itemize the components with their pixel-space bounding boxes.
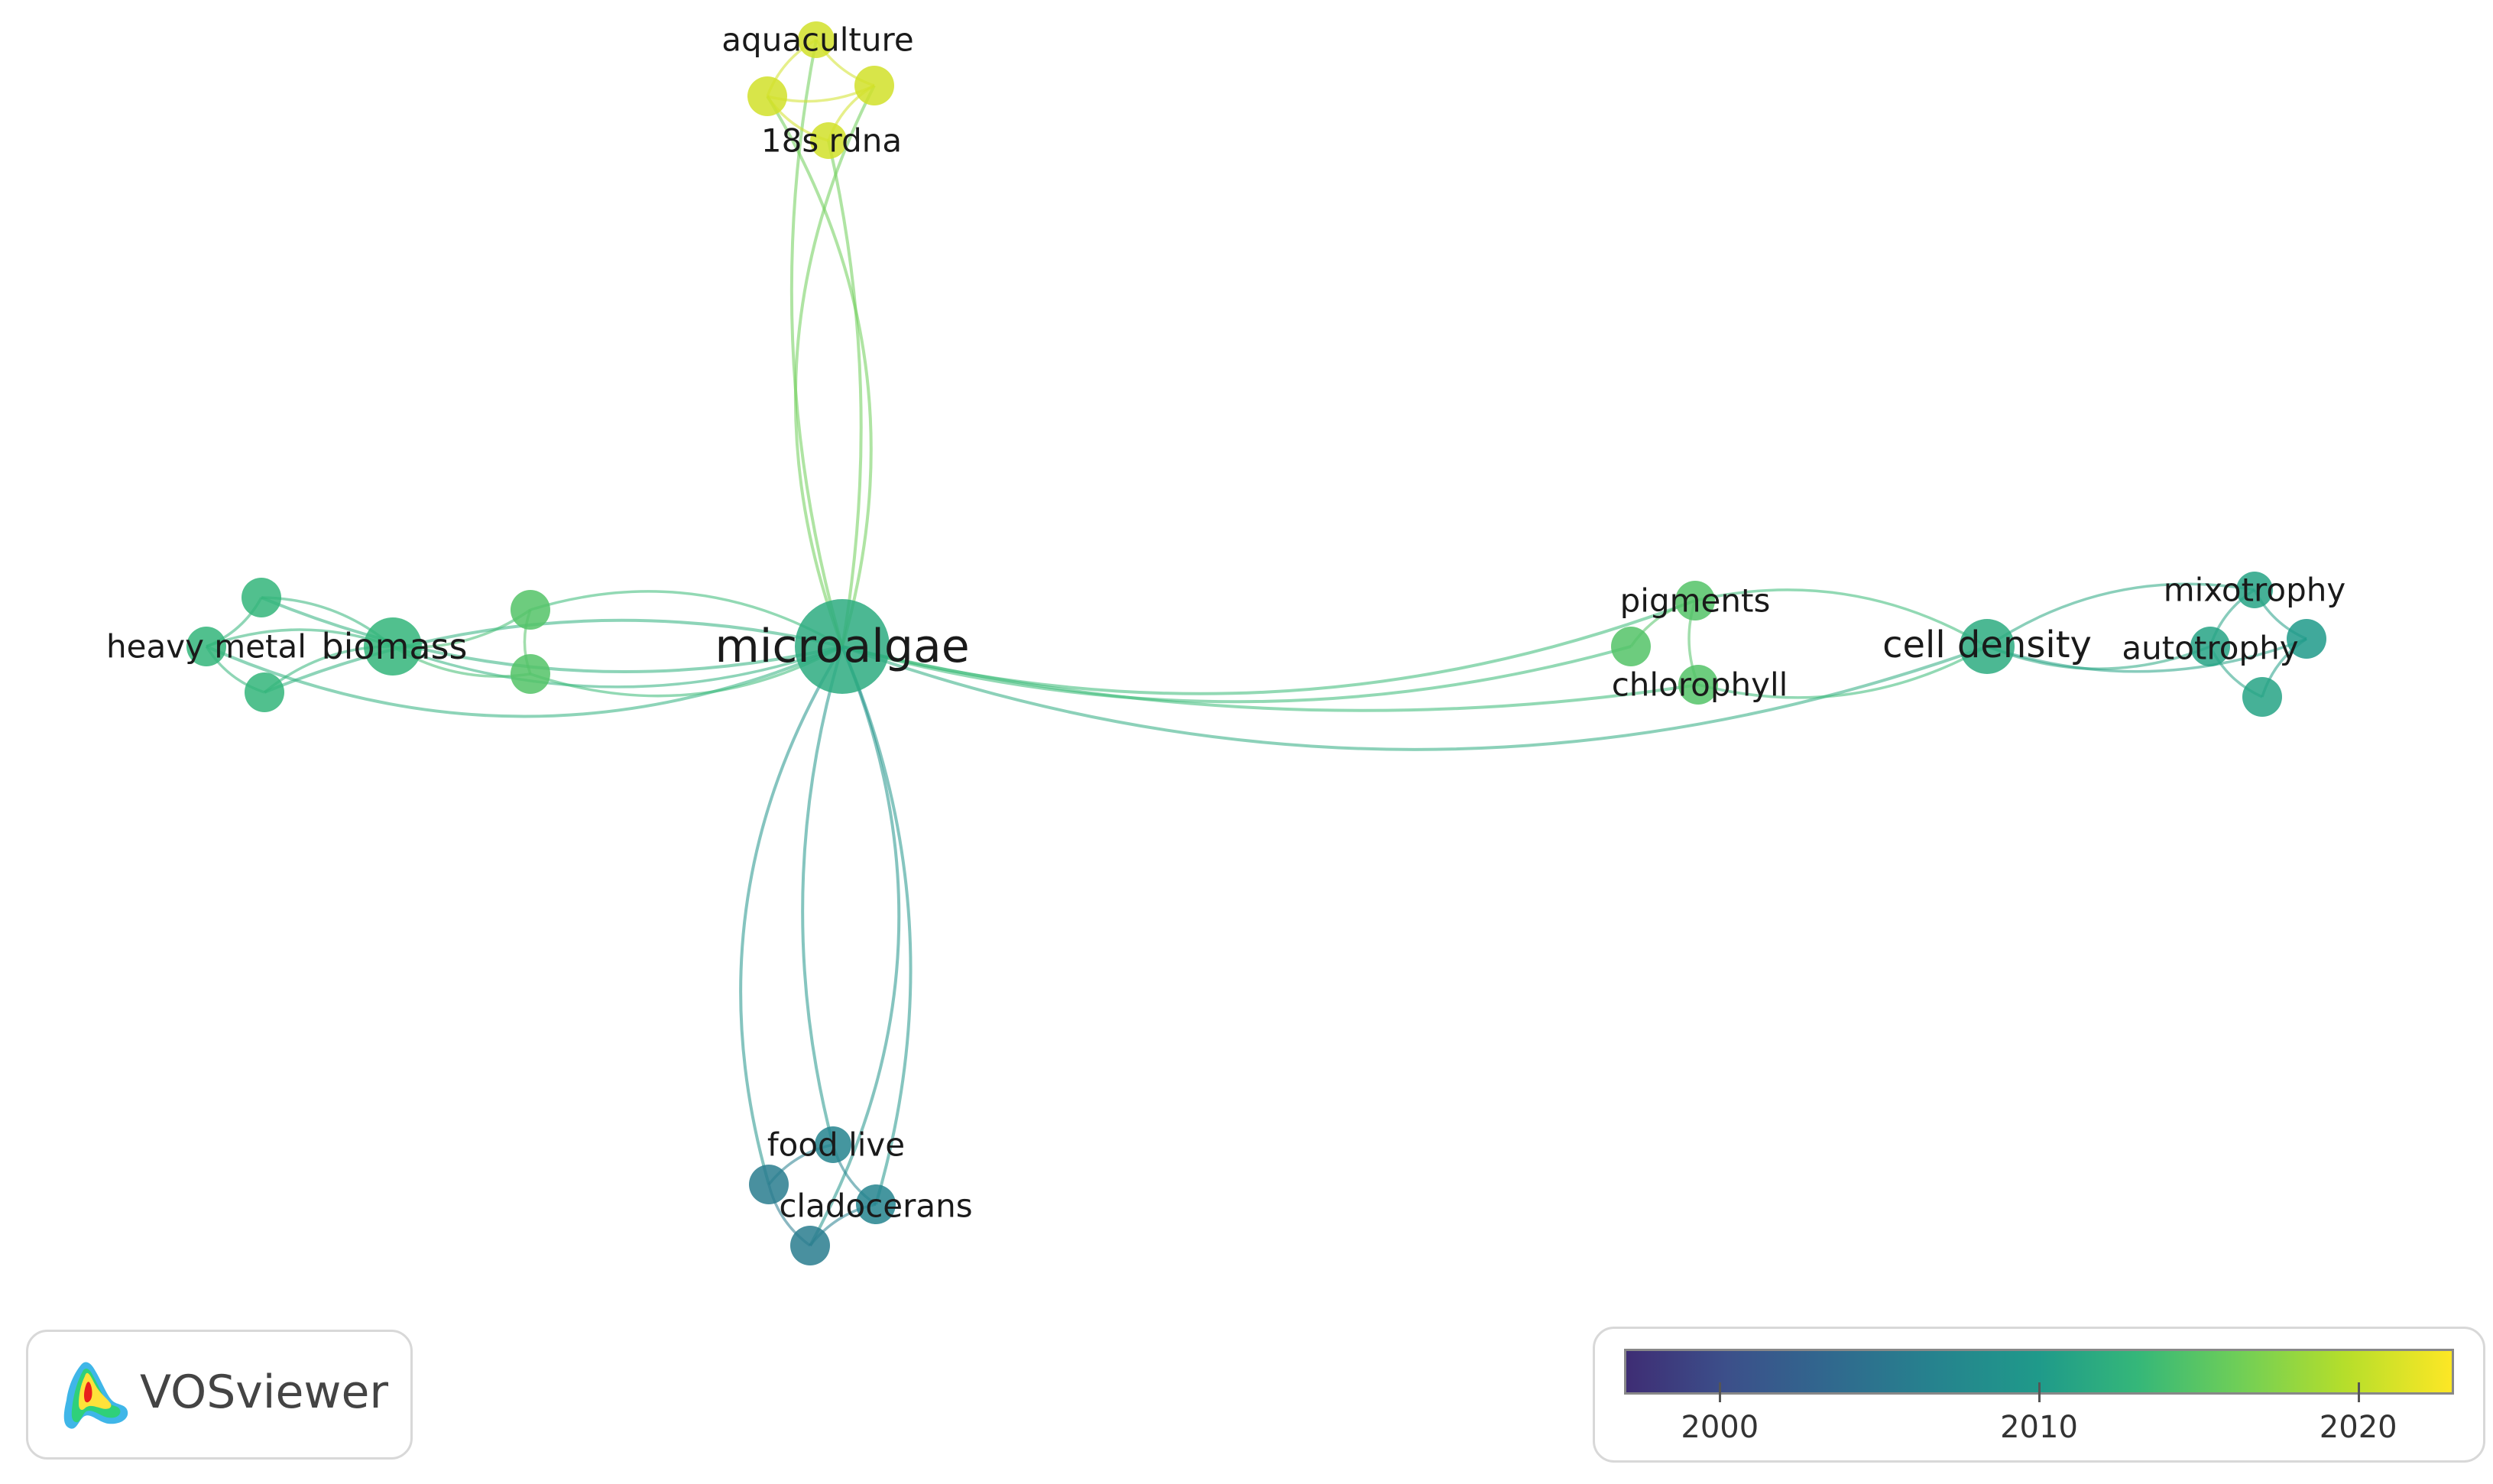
node-microalgae[interactable]: [795, 599, 890, 694]
link-cell_density-mx_right: [1986, 637, 2307, 673]
node-fl-left[interactable]: [749, 1165, 789, 1204]
legend-tick-mark: [2038, 1382, 2041, 1402]
node-autotrophy[interactable]: [2190, 627, 2230, 666]
node-label-pigments: pigments: [1620, 582, 1771, 620]
node-label-chlorophyll: chlorophyll: [1612, 666, 1788, 704]
year-color-legend: 2000 2010 2020: [1593, 1327, 2485, 1463]
legend-tick-mark: [1719, 1382, 1722, 1402]
legend-tick-label: 2010: [2000, 1410, 2078, 1445]
link-microalgae-bm_bottom: [264, 618, 843, 694]
node-label-heavy-metal: heavy metal: [106, 628, 306, 666]
link-microalgae-aquaculture: [789, 39, 844, 647]
node-aq-right[interactable]: [854, 66, 894, 105]
node-heavy-metal[interactable]: [186, 627, 226, 666]
node-mx-bottom[interactable]: [2242, 677, 2282, 717]
node-label-cladocerans: cladocerans: [779, 1188, 972, 1225]
node-mx-right[interactable]: [2287, 619, 2326, 659]
node-label-food-live: food live: [767, 1126, 905, 1164]
node-aq-left[interactable]: [747, 76, 787, 116]
link-microalgae-fl_left: [739, 645, 844, 1185]
link-microalgae-chlorophyll: [841, 645, 1699, 712]
node-label-18s-rdna: 18s rdna: [761, 122, 902, 160]
node-aquaculture[interactable]: [798, 21, 835, 58]
node-biomass[interactable]: [364, 617, 422, 676]
node-bm-bottom[interactable]: [245, 672, 284, 712]
node-fl-bottom[interactable]: [790, 1226, 830, 1265]
link-microalgae-18s_rdna: [827, 140, 863, 647]
link-cell_density-chlorophyll: [1697, 645, 1988, 699]
node-label-cell-density: cell density: [1882, 624, 2092, 666]
node-label-autotrophy: autotrophy: [2122, 630, 2298, 667]
vosviewer-logo-text: VOSviewer: [140, 1366, 389, 1419]
network-nodes: [186, 21, 2326, 1265]
node-chlorophyll[interactable]: [1678, 665, 1718, 705]
link-microalgae-aq_right: [793, 85, 876, 647]
node-label-microalgae: microalgae: [715, 620, 969, 673]
node-cell-density[interactable]: [1960, 619, 2015, 674]
link-microalgae-aq_left: [766, 95, 873, 647]
link-cell_density-pigments: [1694, 588, 1988, 648]
vosviewer-logo-icon: [63, 1362, 128, 1429]
link-microalgae-food_live: [801, 646, 844, 1145]
node-18s-rdna[interactable]: [810, 122, 847, 159]
legend-tick-label: 2000: [1681, 1410, 1759, 1445]
link-microalgae-pg_left: [841, 645, 1632, 704]
legend-tick-label: 2020: [2319, 1410, 2397, 1445]
link-microalgae-pigments: [841, 599, 1696, 695]
link-microalgae-fl_bottom: [809, 646, 901, 1246]
node-bm-right-bottom[interactable]: [511, 654, 550, 694]
node-label-mixotrophy: mixotrophy: [2164, 572, 2346, 609]
node-bm-top[interactable]: [242, 578, 281, 617]
network-labels: microalgae biomass heavy metal aquaculture 1…: [106, 21, 2345, 1225]
link-microalgae-biomass: [392, 645, 843, 689]
node-cladocerans[interactable]: [856, 1184, 896, 1224]
link-microalgae-heavy_metal: [206, 645, 843, 718]
node-bm-right-top[interactable]: [511, 590, 550, 630]
legend-tick-mark: [2357, 1382, 2360, 1402]
vosviewer-logo: VOSviewer: [26, 1330, 413, 1460]
node-food-live[interactable]: [815, 1126, 851, 1163]
node-pigments[interactable]: [1675, 581, 1715, 620]
node-label-aquaculture: aquaculture: [721, 21, 913, 59]
node-label-biomass: biomass: [321, 626, 467, 667]
node-pg-left[interactable]: [1611, 627, 1651, 666]
node-mixotrophy[interactable]: [2236, 572, 2273, 608]
link-microalgae-cell_density: [841, 645, 1988, 751]
link-cell_density-mixotrophy: [1986, 582, 2255, 648]
